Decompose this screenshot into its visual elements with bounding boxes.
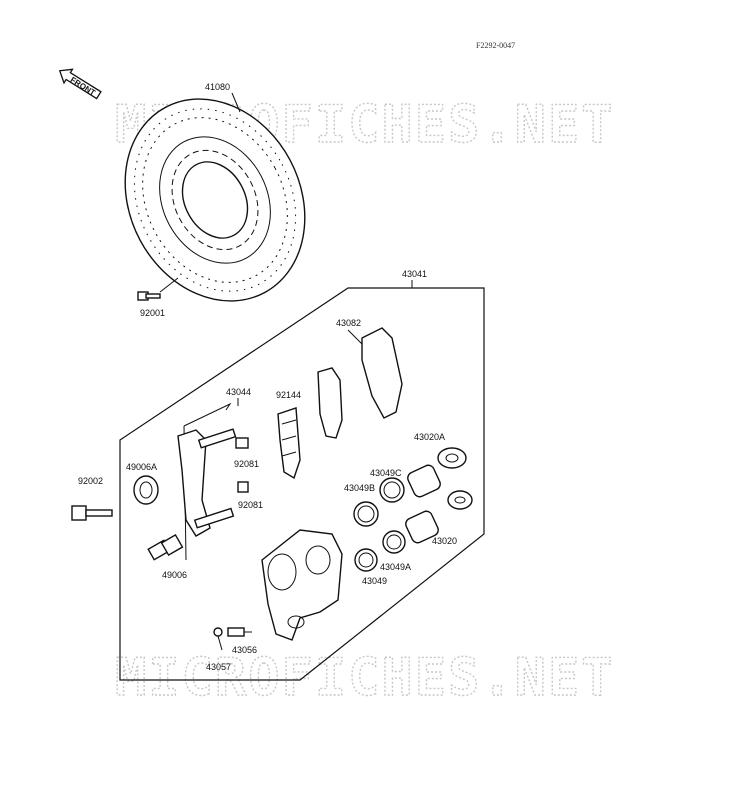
seal-c — [379, 477, 405, 503]
piston-upper-cylinder — [407, 464, 441, 498]
figure-code: F2292-0047 — [476, 41, 515, 50]
label-piston-a: 43020A — [414, 432, 445, 442]
label-clip-lower: 92081 — [238, 500, 263, 510]
bleed-valve — [227, 627, 252, 637]
seal — [354, 548, 378, 572]
label-pad-set: 43082 — [336, 318, 361, 328]
brake-pads — [317, 327, 403, 439]
label-clip-upper: 92081 — [234, 459, 259, 469]
seal-a — [382, 530, 406, 554]
bleed-cap — [213, 627, 223, 651]
label-piston: 43020 — [432, 536, 457, 546]
watermark-bottom: MICROFICHES.NET — [115, 648, 615, 708]
label-seal-c: 43049C — [370, 468, 402, 478]
label-boot-a: 49006A — [126, 462, 157, 472]
label-pad-spring: 92144 — [276, 390, 301, 400]
front-arrow-label: FRONT — [69, 75, 97, 97]
label-seal-b: 43049B — [344, 483, 375, 493]
pad-spring — [277, 407, 301, 480]
label-disc: 41080 — [205, 82, 230, 92]
piston-lower-cylinder — [405, 510, 439, 544]
disc-bolt — [137, 277, 179, 301]
caliper-body — [261, 529, 343, 641]
label-disc-bolt: 92001 — [140, 308, 165, 318]
dust-boot-a — [133, 475, 159, 505]
brake-disc — [124, 98, 306, 302]
label-pin: 49006 — [162, 570, 187, 580]
front-arrow-icon: FRONT — [58, 68, 102, 100]
piston-b — [447, 490, 473, 510]
label-caliper-bolt: 92002 — [78, 476, 103, 486]
label-caliper-assy: 43041 — [402, 269, 427, 279]
seal-b — [353, 501, 379, 527]
label-seal: 43049 — [362, 576, 387, 586]
label-bleed-cap: 43057 — [206, 662, 231, 672]
caliper-bolt — [71, 505, 113, 521]
label-holder: 43044 — [226, 387, 251, 397]
slide-pin — [147, 533, 184, 561]
caliper-assembly-frame — [119, 287, 485, 681]
caliper-holder — [177, 402, 249, 561]
label-bleed-valve: 43056 — [232, 645, 257, 655]
label-seal-a: 43049A — [380, 562, 411, 572]
piston-a — [437, 447, 467, 469]
